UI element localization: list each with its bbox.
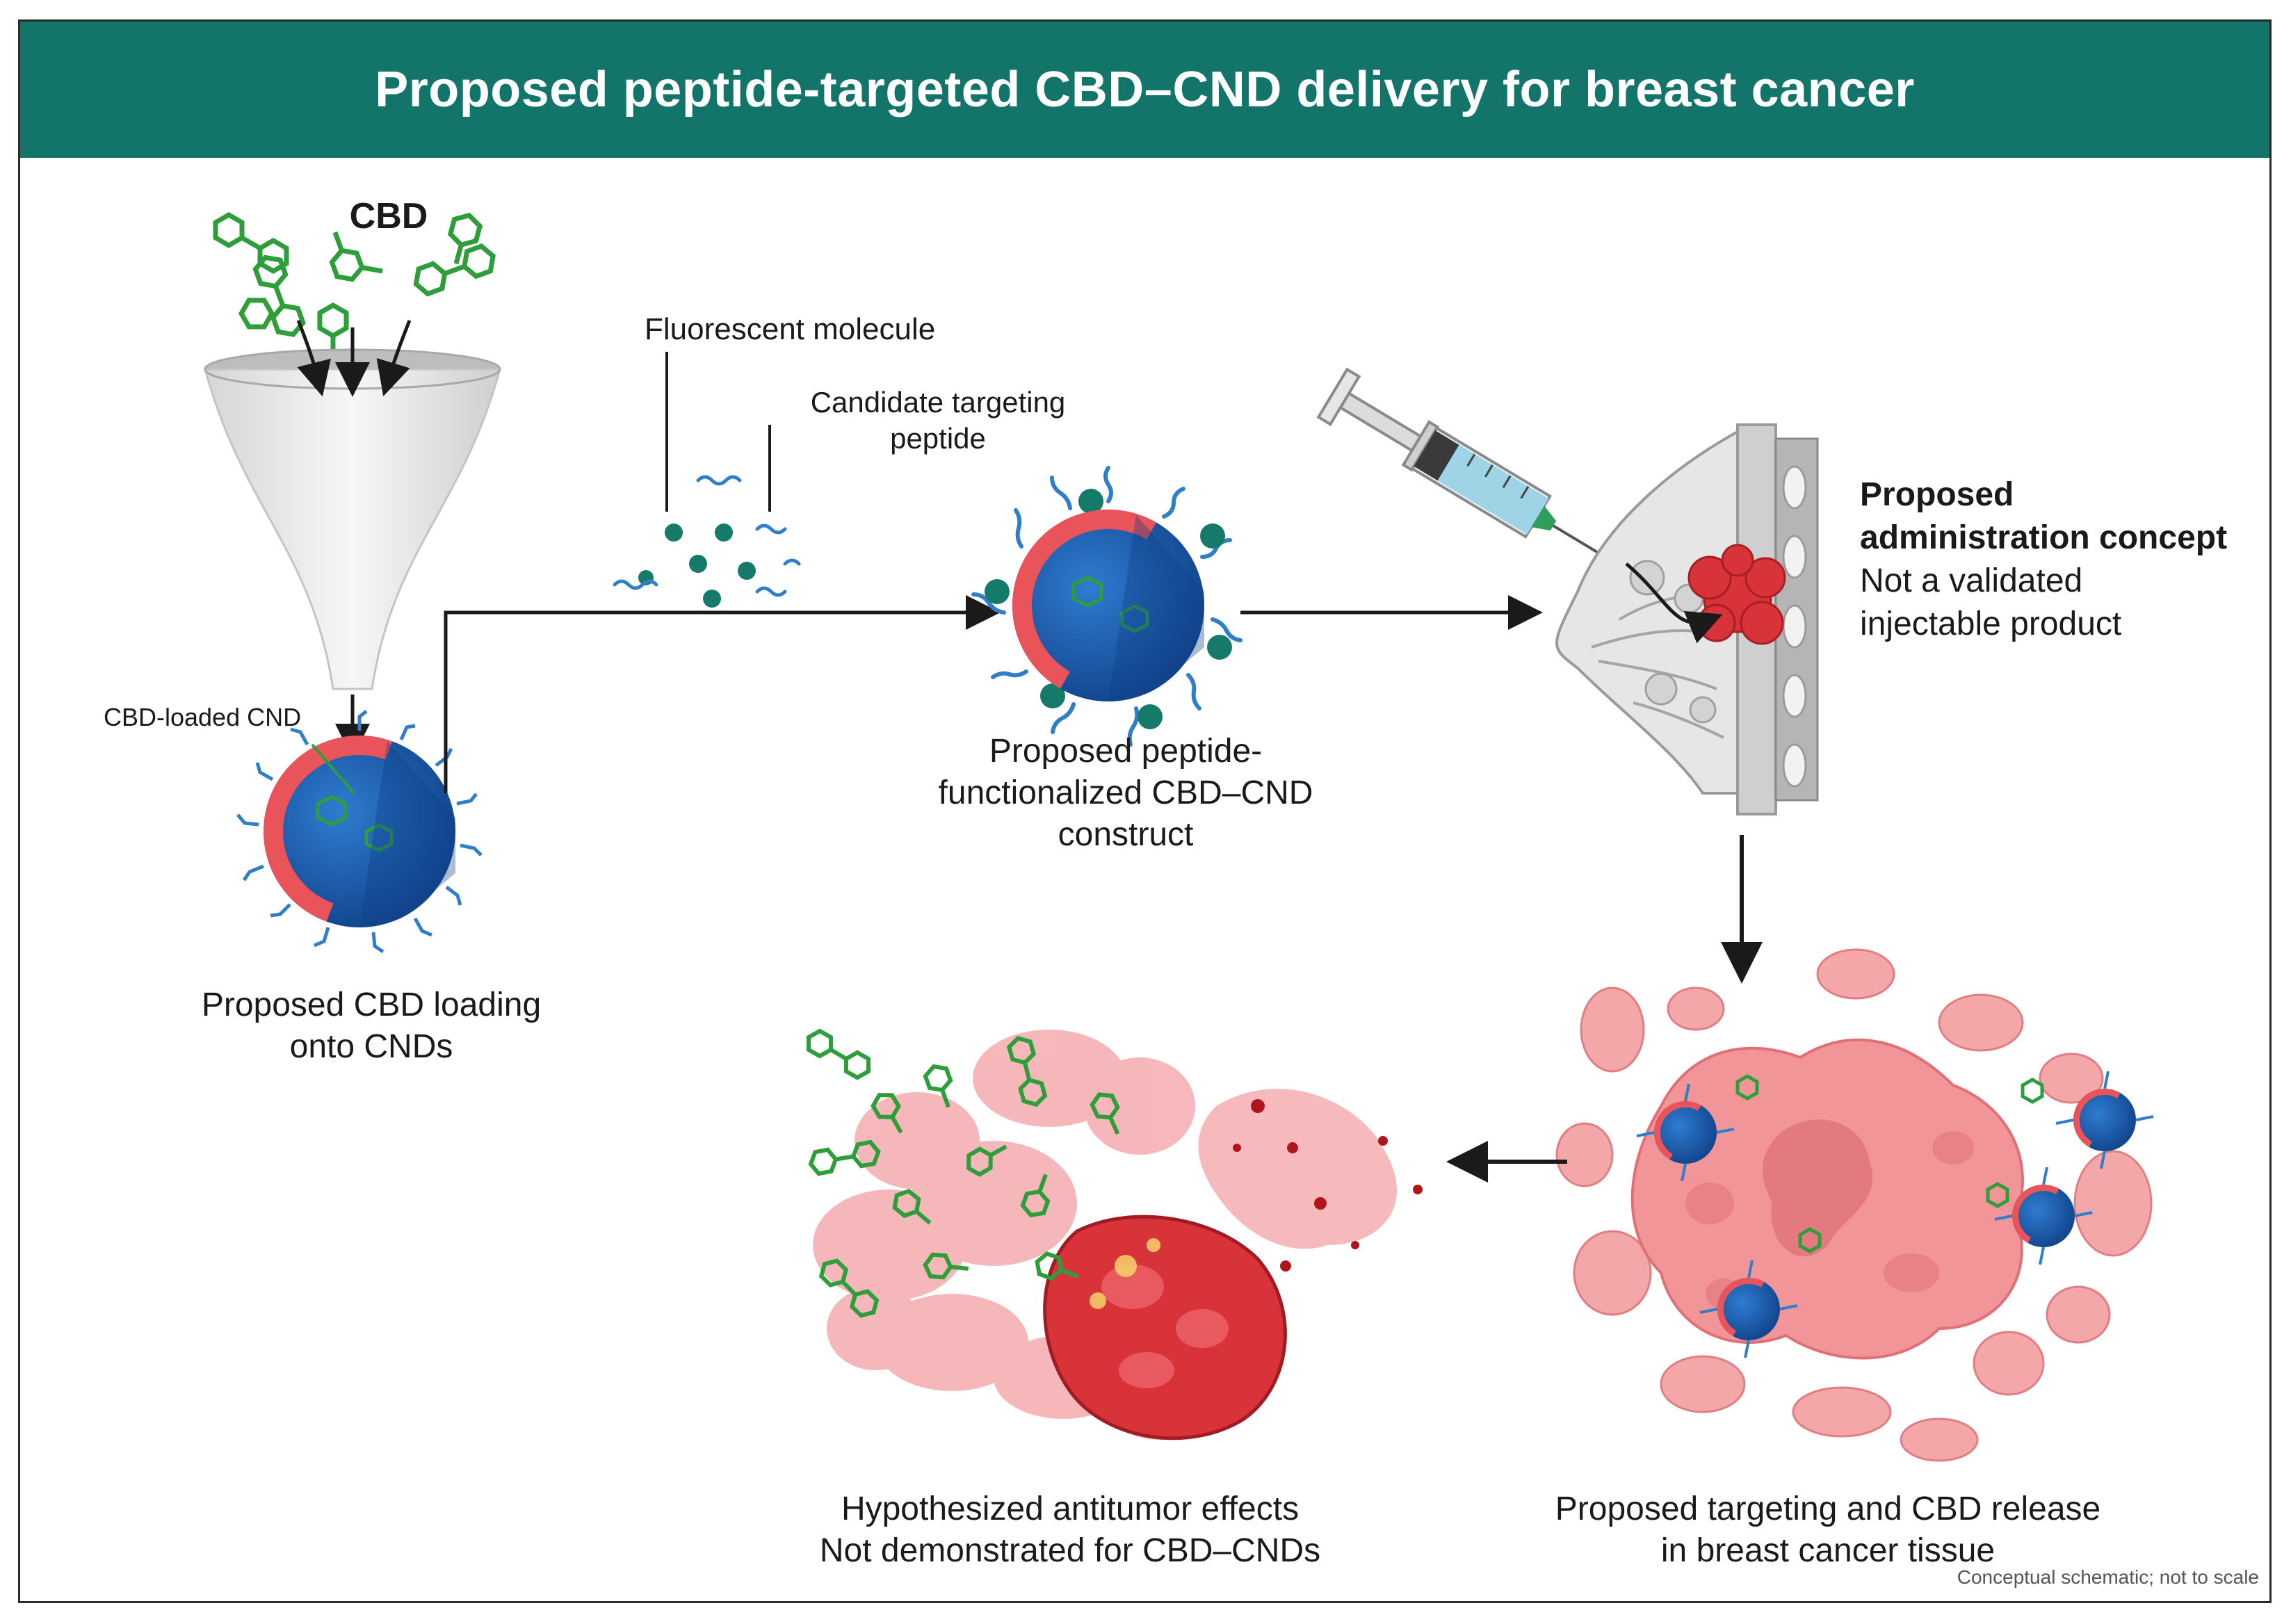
loading-caption-line1: Proposed CBD loading: [201, 986, 542, 1023]
construct-caption-line3: construct: [1058, 816, 1194, 853]
loading-caption-line2: onto CNDs: [289, 1028, 453, 1065]
breast-cancer-tissue: [1555, 948, 2153, 1462]
functionalized-construct-nanodot: [971, 466, 1242, 747]
released-cbd-effects: [807, 1028, 1120, 1318]
syringe-icon: [1316, 367, 1655, 588]
construct-caption-line1: Proposed peptide-: [989, 733, 1263, 770]
figure-title: Proposed peptide-targeted CBD–CND delive…: [375, 62, 1915, 117]
injection-path: [1625, 562, 1723, 644]
tumor-cell-death-illustration: [813, 1030, 1423, 1440]
administration-line2: administration concept: [1860, 519, 2228, 556]
callout-lines: [665, 352, 771, 512]
targeting-peptide-line1: Candidate targeting: [810, 386, 1066, 419]
released-cbd-tissue: [1735, 1074, 2044, 1253]
targeting-release-caption: Proposed targeting and CBD release in br…: [1480, 1488, 2176, 1572]
loading-to-construct-arrow: [444, 595, 1001, 793]
construct-caption: Proposed peptide- functionalized CBD–CND…: [841, 731, 1411, 856]
antitumor-effects-line1: Hypothesized antitumor effects: [841, 1491, 1300, 1527]
breast-tumor: [1687, 544, 1786, 645]
fluorophore-dots: [638, 523, 756, 608]
administration-line4: injectable product: [1860, 606, 2122, 642]
administration-caption: Proposed administration concept Not a va…: [1860, 473, 2263, 646]
targeting-peptide-label: Candidate targeting peptide: [757, 384, 1119, 457]
targeting-release-line1: Proposed targeting and CBD release: [1555, 1491, 2101, 1527]
loading-caption: Proposed CBD loading onto CNDs: [118, 984, 625, 1068]
footnote: Conceptual schematic; not to scale: [1957, 1566, 2259, 1588]
figure-frame: Proposed peptide-targeted CBD–CND delive…: [18, 19, 2272, 1603]
antitumor-effects-caption: Hypothesized antitumor effects Not demon…: [736, 1488, 1404, 1572]
tissue-nanodots: [1636, 1071, 2154, 1358]
cbd-loaded-pointer: [311, 743, 355, 795]
cbd-label: CBD: [349, 196, 428, 236]
funnel-icon: [204, 348, 501, 690]
administration-line3: Not a validated: [1860, 562, 2083, 599]
title-banner: [20, 22, 2269, 158]
diagram-canvas: [204, 211, 2154, 1462]
targeting-peptides: [613, 475, 801, 597]
cbd-loaded-cnd-nanodot: [236, 710, 483, 954]
fluorescent-molecule-label: Fluorescent molecule: [645, 312, 936, 346]
antitumor-effects-line2: Not demonstrated for CBD–CNDs: [819, 1532, 1321, 1569]
funnel-input-arrows: [296, 320, 412, 758]
construct-caption-line2: functionalized CBD–CND: [938, 774, 1313, 811]
targeting-release-line2: in breast cancer tissue: [1660, 1532, 1995, 1569]
targeting-peptide-line2: peptide: [890, 422, 986, 455]
administration-line1: Proposed: [1860, 476, 2014, 513]
cbd-loaded-cnd-label: CBD-loaded CND: [104, 703, 302, 731]
